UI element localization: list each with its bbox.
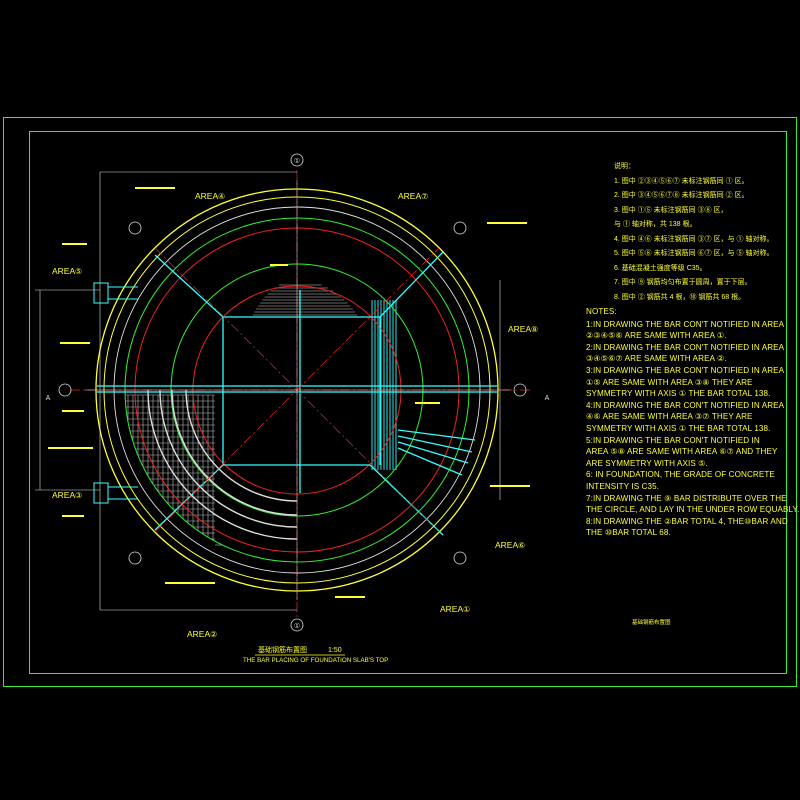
- notes-title: NOTES:: [586, 307, 617, 316]
- note-line: THE ⑩BAR TOTAL 68.: [586, 528, 671, 538]
- rebar-hatch-top: [252, 284, 358, 316]
- axis-lines-white: [85, 180, 510, 600]
- cn-note-line: 与 ① 轴对称，共 138 根。: [614, 221, 697, 228]
- area-code: ⑧: [531, 325, 538, 334]
- dimension-lines: [35, 171, 501, 611]
- notes-block: NOTES: 1:IN DRAWING THE BAR CON'T NOTIFI…: [586, 306, 800, 539]
- cn-note-line: 4. 图中 ④⑥ 未标注钢筋同 ③⑦ 区，与 ① 轴对称。: [614, 235, 774, 243]
- area-label: AREA: [508, 324, 531, 334]
- note-line: 1:IN DRAWING THE BAR CON'T NOTIFIED IN A…: [586, 319, 785, 329]
- cn-note-line: 3. 图中 ①⑤ 未标注钢筋同 ③⑧ 区，: [614, 206, 728, 214]
- area-label: AREA: [187, 629, 210, 639]
- area-code: ⑤: [75, 267, 82, 276]
- area-label: AREA: [52, 490, 75, 500]
- note-line: ③④⑤⑥⑦ ARE SAME WITH AREA ②.: [586, 354, 727, 364]
- note-line: 4:IN DRAWING THE BAR CON'T NOTIFIED IN A…: [586, 400, 785, 410]
- note-line: 2:IN DRAWING THE BAR CON'T NOTIFIED IN A…: [586, 342, 785, 352]
- note-line: ①⑤ ARE SAME WITH AREA ③⑧ THEY ARE: [586, 377, 753, 387]
- cn-notes: 说明： 1. 图中 ②③④⑤⑥⑦ 未标注钢筋同 ① 区。 2. 图中 ③④⑤⑥⑦…: [614, 160, 789, 305]
- title-block: 基础钢筋布置图 1:50 THE BAR PLACING OF FOUNDATI…: [243, 618, 671, 664]
- area-code: ⑥: [518, 541, 525, 550]
- note-line: 5:IN DRAWING THE BAR CON'T NOTIFIED IN: [586, 435, 760, 445]
- cn-note-line: 7. 图中 ⑨ 钢筋均匀布置于圆周，置于下层。: [614, 279, 752, 286]
- note-line: THE CIRCLE, AND LAY IN THE UNDER ROW EQU…: [586, 505, 800, 515]
- title-en: THE BAR PLACING OF FOUNDATION SLAB'S TOP: [243, 657, 388, 664]
- note-line: SYMMETRY WITH AXIS ① THE BAR TOTAL 138.: [586, 389, 771, 399]
- note-line: ④⑥ ARE SAME WITH AREA ③⑦ THEY ARE: [586, 412, 753, 422]
- callout-boxes: [48, 187, 530, 598]
- note-line: SYMMETRY WITH AXIS ① THE BAR TOTAL 138.: [586, 423, 771, 433]
- note-line: 8:IN DRAWING THE ②BAR TOTAL 4, THE⑩BAR A…: [586, 516, 788, 526]
- cn-note-line: 说明：: [614, 163, 635, 170]
- cn-note-line: 2. 图中 ③④⑤⑥⑦⑧ 未标注钢筋同 ② 区。: [614, 192, 749, 199]
- inner-frame: [29, 131, 787, 674]
- cn-note-line: 6. 基础混凝土强度等级 C35。: [614, 264, 707, 272]
- area-label: AREA: [440, 604, 463, 614]
- area-code: ③: [75, 491, 82, 500]
- note-line: ARE SYMMETRY WITH AXIS ⑤.: [586, 458, 708, 468]
- embedded-plates-left: [93, 282, 138, 504]
- axis-top-label: ①: [294, 157, 300, 165]
- area-code: ④: [218, 192, 225, 201]
- note-line: 7:IN DRAWING THE ⑨ BAR DISTRIBUTE OVER T…: [586, 493, 787, 503]
- axis-right-label: A: [545, 395, 550, 402]
- area-label: AREA: [398, 191, 421, 201]
- area-codes: ④ ⑦ ⑤ ⑧ ③ ⑥ ② ①: [75, 192, 538, 639]
- cn-note-line: 1. 图中 ②③④⑤⑥⑦ 未标注钢筋同 ① 区。: [614, 177, 749, 185]
- title-cn: 基础钢筋布置图: [258, 645, 307, 654]
- area-label: AREA: [495, 540, 518, 550]
- outer-frame: [3, 117, 797, 687]
- area-code: ①: [463, 605, 470, 614]
- axis-bubbles: [58, 153, 527, 632]
- axis-left-label: A: [46, 395, 51, 402]
- note-line: ②③④⑤⑥ ARE SAME WITH AREA ①.: [586, 331, 727, 341]
- stamp-text: 基础钢筋布置图: [632, 618, 671, 626]
- note-line: AREA ⑤⑧ ARE SAME WITH AREA ⑥⑦ AND THEY: [586, 447, 778, 457]
- axis-bottom-label: ①: [294, 622, 300, 630]
- note-line: 3:IN DRAWING THE BAR CON'T NOTIFIED IN A…: [586, 365, 785, 375]
- axis-letters: ① ① A A: [46, 157, 550, 630]
- title-scale: 1:50: [328, 647, 342, 654]
- area-code: ⑦: [421, 192, 428, 201]
- cn-note-line: 5. 图中 ⑤⑧ 未标注钢筋同 ⑥⑦ 区，与 ⑤ 轴对称。: [614, 250, 774, 257]
- cn-note-line: 8. 图中 ② 钢筋共 4 根，⑩ 钢筋共 68 根。: [614, 293, 746, 301]
- area-label: AREA: [52, 266, 75, 276]
- note-line: INTENSITY IS C35.: [586, 481, 660, 491]
- area-labels: AREA AREA AREA AREA AREA AREA AREA AREA: [52, 191, 531, 639]
- note-line: 6: IN FOUNDATION, THE GRADE OF CONCRETE: [586, 470, 775, 480]
- area-code: ②: [210, 630, 217, 639]
- area-label: AREA: [195, 191, 218, 201]
